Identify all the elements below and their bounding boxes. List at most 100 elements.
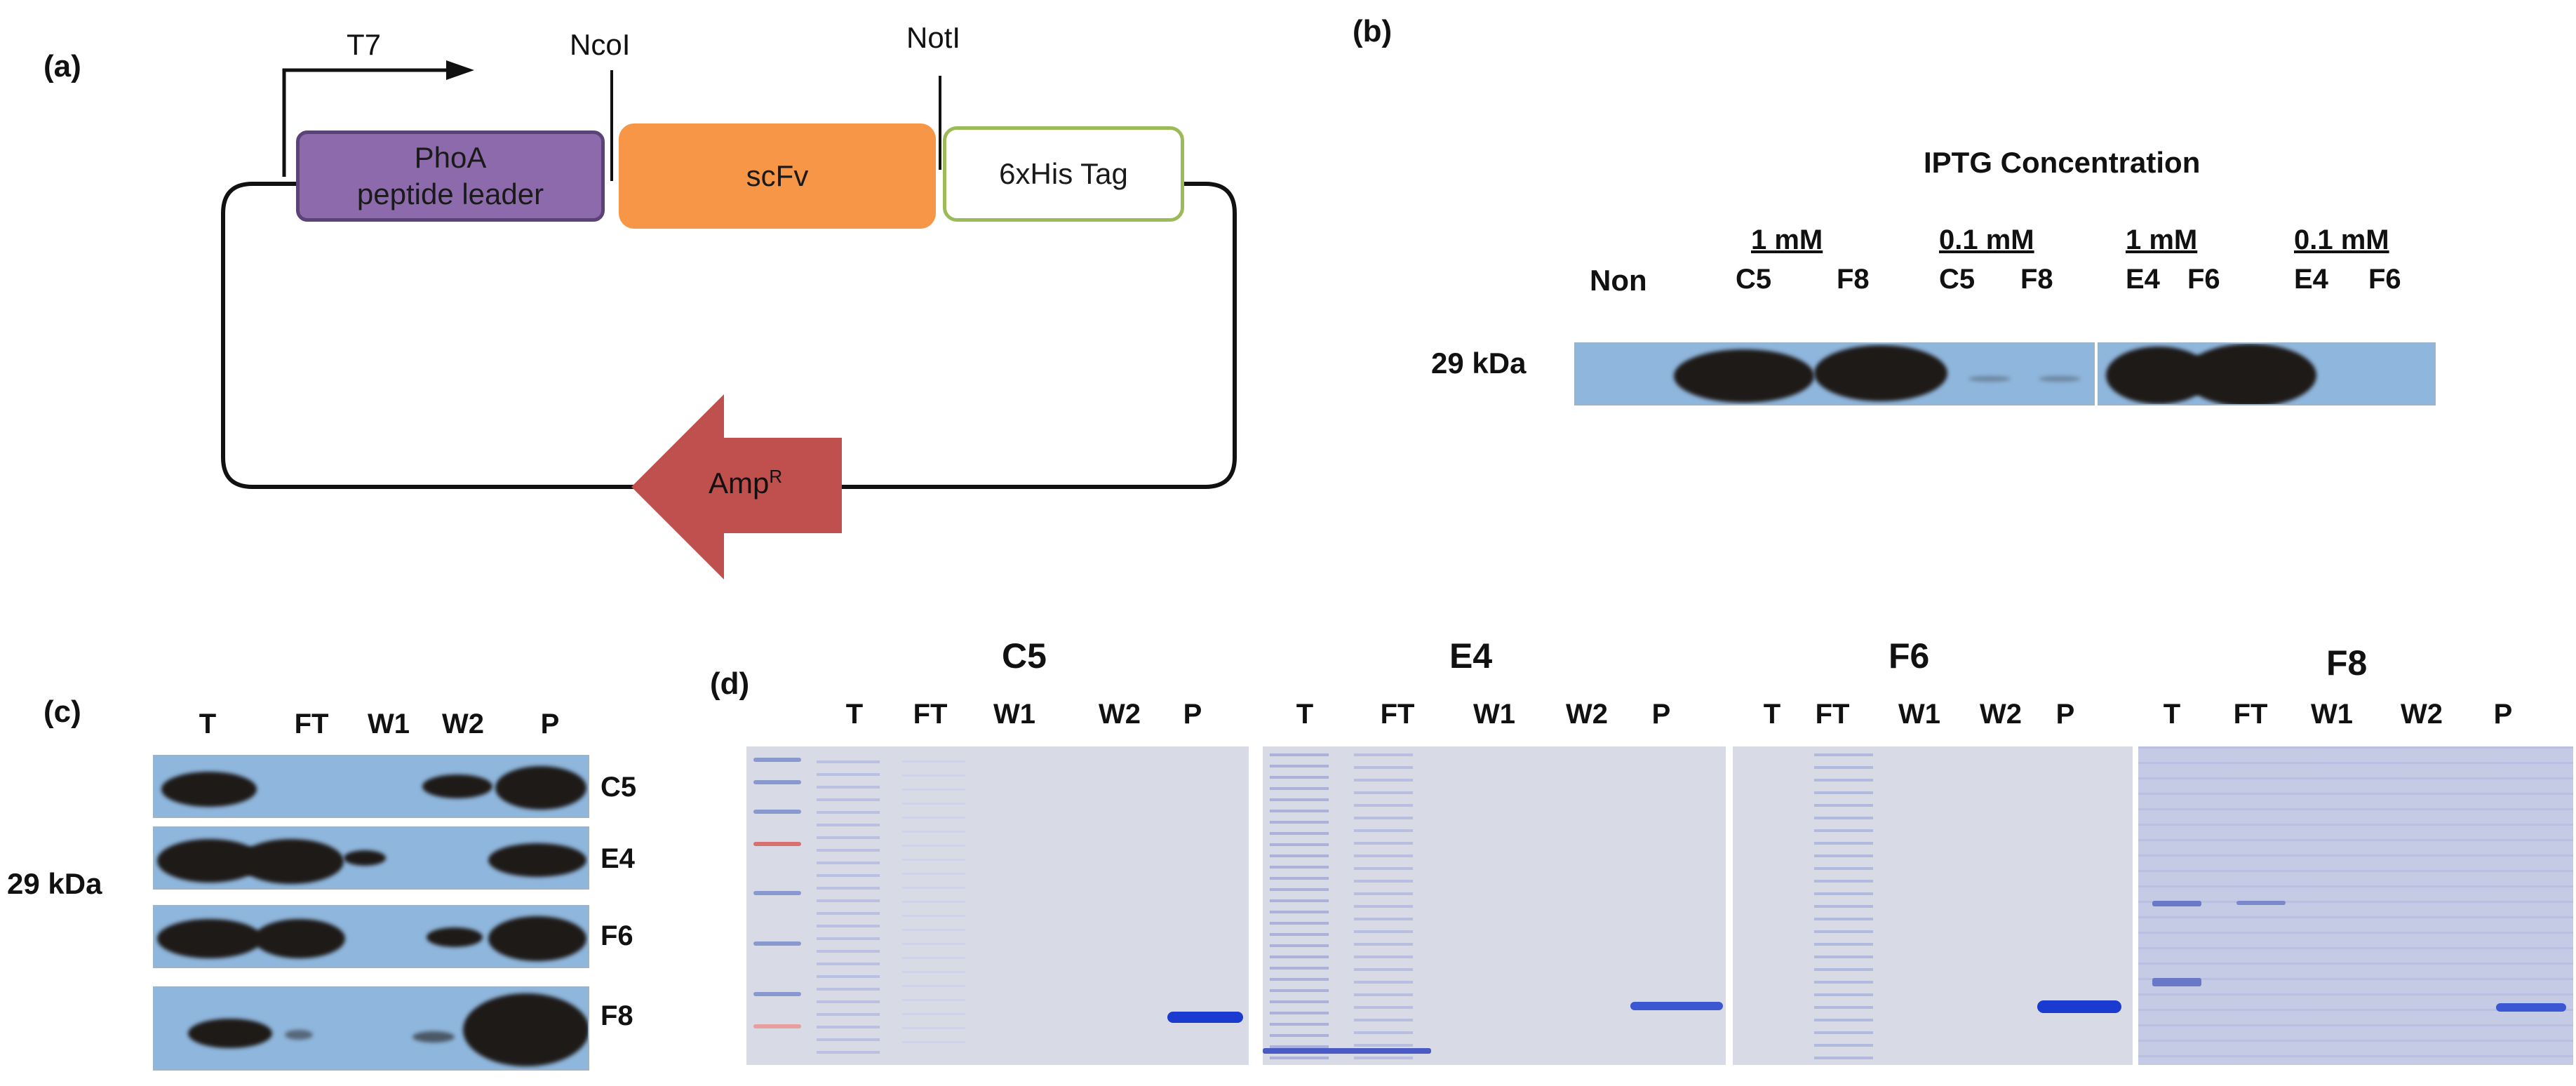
row-c-e4: E4: [601, 843, 635, 874]
gel-e4: [1263, 746, 1726, 1065]
lane-d-e4-ft: FT: [1380, 699, 1415, 730]
ladder-band: [753, 758, 801, 762]
gel-f6: [1733, 746, 2133, 1065]
gel-f8: [2138, 746, 2573, 1065]
ladder-band-red: [753, 842, 801, 846]
gel-band-e4-p: [1630, 1002, 1723, 1010]
band-f8-t: [188, 1019, 272, 1048]
lane-b-e4-1mM: E4: [2126, 264, 2160, 295]
row-c-c5: C5: [601, 772, 637, 803]
band-b-c5-1mM: [1674, 349, 1814, 403]
band-b-f6-1mM: [2183, 344, 2316, 404]
ncoi-label: NcoI: [570, 28, 631, 61]
lane-d-f8-ft: FT: [2233, 699, 2268, 730]
blot-c-row-f8: [153, 986, 589, 1071]
lane-smear-t: [1270, 753, 1329, 1059]
size-marker-c: 29 kDa: [7, 867, 102, 900]
his-tag-label: 6xHis Tag: [999, 157, 1128, 190]
conc-01mM-b: 0.1 mM: [2294, 224, 2389, 255]
panel-label-d: (d): [710, 666, 750, 701]
lane-d-c5-t: T: [845, 699, 864, 730]
row-c-f6: F6: [601, 920, 633, 951]
panel-label-c: (c): [43, 695, 81, 729]
lane-d-f8-w2: W2: [2401, 699, 2443, 730]
lane-b-f6-1mM: F6: [2187, 264, 2220, 295]
gel-title-f6: F6: [1889, 636, 1930, 676]
his-tag-box: 6xHis Tag: [943, 126, 1184, 222]
blot-c-row-e4: [153, 826, 589, 890]
iptg-title: IPTG Concentration: [1924, 146, 2201, 179]
band-b-f8-1mM: [1814, 345, 1947, 401]
lane-d-e4-t: T: [1296, 699, 1314, 730]
lane-c-t: T: [199, 709, 217, 739]
lane-d-c5-w1: W1: [993, 699, 1035, 730]
lane-b-e4-01mM: E4: [2294, 264, 2328, 295]
lane-b-f8-01mM: F8: [2020, 264, 2053, 295]
ladder-band: [753, 992, 801, 996]
band-b-e4-01mM: [2274, 370, 2287, 383]
blot-c-row-f6: [153, 905, 589, 968]
panel-label-a: (a): [43, 49, 81, 83]
size-marker-b: 29 kDa: [1431, 347, 1527, 380]
band-f8-ft: [285, 1030, 313, 1040]
conc-1mM-b: 1 mM: [2126, 224, 2198, 255]
band-e4-p: [488, 843, 586, 877]
gel-band-f8-t-low: [2152, 978, 2201, 986]
band-c5-t: [161, 772, 257, 807]
phoa-leader-box: PhoA peptide leader: [296, 130, 605, 222]
gel-dye-front: [1263, 1048, 1431, 1054]
promoter-label: T7: [347, 28, 382, 61]
lane-d-c5-w2: W2: [1099, 699, 1141, 730]
ladder-band-red: [753, 1024, 801, 1028]
leader-line2: peptide leader: [356, 177, 544, 210]
gel-band-f6-p: [2037, 1000, 2121, 1013]
blot-b-right: [2098, 342, 2436, 405]
lane-c-ft: FT: [294, 709, 329, 739]
leader-line1: PhoA: [414, 141, 487, 174]
lane-d-e4-w2: W2: [1566, 699, 1608, 730]
lane-c-p: P: [540, 709, 560, 739]
lane-d-f6-p: P: [2055, 699, 2075, 730]
ladder-band: [753, 780, 801, 784]
band-f8-w2: [412, 1031, 455, 1043]
ampr-arrow: [631, 394, 842, 579]
promoter-arrow: [282, 68, 449, 177]
gel-band-f8-t: [2152, 901, 2201, 906]
lane-b-c5-01mM: C5: [1939, 264, 1975, 295]
ampr-label: AmpR: [709, 466, 782, 500]
band-f8-p: [463, 993, 588, 1066]
band-f6-t: [157, 919, 262, 958]
lane-d-c5-p: P: [1183, 699, 1202, 730]
lane-d-f6-w1: W1: [1898, 699, 1940, 730]
gel-band-c5-p: [1167, 1012, 1243, 1023]
ladder-band: [753, 891, 801, 895]
gel-title-e4: E4: [1449, 636, 1493, 676]
gel-band-f8-ft: [2236, 901, 2286, 905]
band-f6-w2: [427, 927, 483, 947]
gel-background-smear: [2138, 746, 2573, 1065]
lane-d-f8-w1: W1: [2311, 699, 2353, 730]
lane-d-e4-p: P: [1651, 699, 1671, 730]
band-c5-p: [495, 766, 586, 810]
lane-b-f6-01mM: F6: [2368, 264, 2401, 295]
conc-1mM-a: 1 mM: [1751, 224, 1823, 255]
gel-title-c5: C5: [1002, 636, 1047, 676]
lane-d-f8-t: T: [2163, 699, 2181, 730]
lane-b-f8-1mM: F8: [1837, 264, 1870, 295]
noti-label: NotI: [906, 21, 961, 54]
lane-d-f6-w2: W2: [1980, 699, 2022, 730]
blot-b-left: [1574, 342, 2095, 405]
conc-01mM-a: 0.1 mM: [1939, 224, 2034, 255]
lane-d-e4-w1: W1: [1473, 699, 1515, 730]
gel-title-f8: F8: [2326, 643, 2368, 683]
blot-c-row-c5: [153, 755, 589, 818]
lane-smear-t: [817, 760, 880, 1055]
band-f6-p: [488, 916, 586, 961]
lane-d-f6-ft: FT: [1815, 699, 1850, 730]
lane-c-w1: W1: [368, 709, 410, 739]
lane-d-f6-t: T: [1763, 699, 1781, 730]
gel-band-f8-p: [2496, 1003, 2566, 1012]
lane-smear-ft: [902, 760, 965, 1055]
